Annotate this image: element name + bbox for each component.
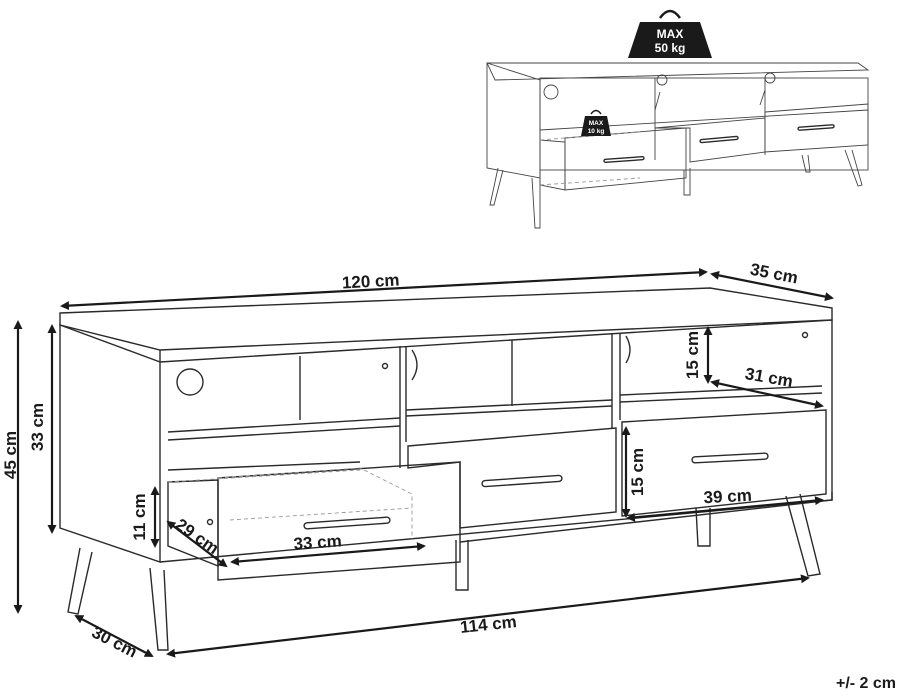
weight-badge-small: MAX 10 kg bbox=[581, 109, 611, 136]
label-total-height: 45 cm bbox=[1, 431, 20, 479]
label-leg-span-width: 114 cm bbox=[459, 612, 517, 637]
label-drawer-height: 15 cm bbox=[628, 448, 647, 496]
label-leg-span-depth: 30 cm bbox=[89, 623, 141, 662]
badge-large-line1: MAX bbox=[657, 27, 684, 41]
badge-small-line2: 10 kg bbox=[588, 128, 605, 135]
dimension-arrows bbox=[13, 267, 834, 658]
label-body-height: 33 cm bbox=[28, 403, 47, 451]
label-inner-drawer-width: 33 cm bbox=[293, 531, 342, 553]
label-shelf-height: 15 cm bbox=[683, 331, 702, 379]
weight-badge-large: MAX 50 kg bbox=[628, 9, 712, 58]
preview-illustration: MAX 50 kg MAX 10 kg bbox=[486, 9, 870, 229]
label-shelf-depth: 31 cm bbox=[744, 364, 795, 391]
tolerance-note: +/- 2 cm bbox=[836, 675, 896, 692]
label-inner-drawer-depth: 29 cm bbox=[172, 515, 222, 558]
main-illustration bbox=[59, 287, 833, 651]
label-drawer-width: 39 cm bbox=[703, 486, 752, 507]
badge-small-line1: MAX bbox=[589, 120, 604, 127]
label-inner-drawer-height: 11 cm bbox=[130, 493, 149, 540]
badge-large-line2: 50 kg bbox=[655, 41, 686, 55]
label-total-width: 120 cm bbox=[341, 271, 400, 293]
